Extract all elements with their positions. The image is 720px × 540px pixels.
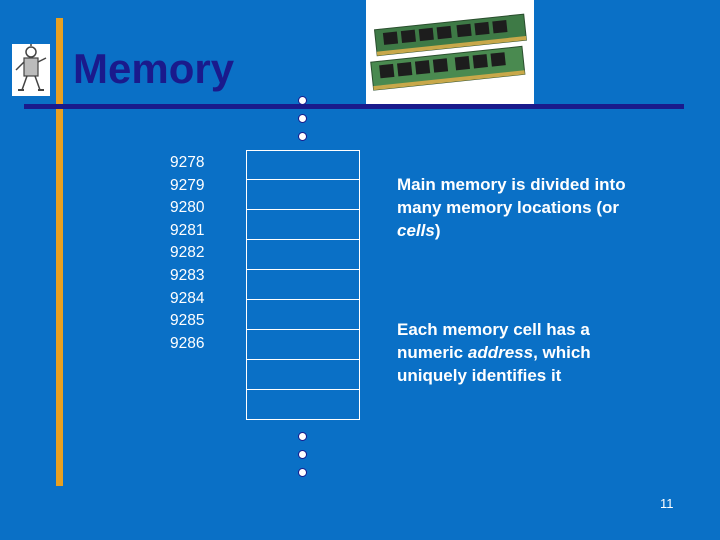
memory-cell xyxy=(246,300,360,330)
text-segment: Each memory cell has a numeric xyxy=(397,320,590,362)
robot-figure-icon xyxy=(12,44,50,96)
ram-modules-photo xyxy=(366,0,534,104)
memory-cell xyxy=(246,330,360,360)
ellipsis-dot-icon xyxy=(298,450,307,459)
memory-cell xyxy=(246,150,360,180)
title-underline-rule xyxy=(24,104,684,109)
memory-cell xyxy=(246,360,360,390)
ellipsis-dot-icon xyxy=(298,132,307,141)
memory-cell xyxy=(246,270,360,300)
address-label: 9279 xyxy=(170,176,205,194)
text-segment: , which uniquely identifies it xyxy=(397,343,591,385)
page-number: 11 xyxy=(660,496,674,511)
address-label: 9284 xyxy=(170,289,205,307)
address-label: 9278 xyxy=(170,154,205,171)
address-label: 9285 xyxy=(170,312,205,330)
address-label: 9282 xyxy=(170,244,205,262)
accent-vertical-bar xyxy=(56,18,63,486)
memory-cell xyxy=(246,210,360,240)
emphasized-term: address xyxy=(467,343,534,362)
ellipsis-dot-icon xyxy=(298,468,307,477)
memory-cell-column xyxy=(246,150,360,420)
emphasized-term: cells xyxy=(397,221,435,240)
ellipsis-dot-icon xyxy=(298,432,307,441)
address-description: Each memory cell has a numeric address, … xyxy=(397,318,637,387)
address-label: 9280 xyxy=(170,199,205,217)
ellipsis-dot-icon xyxy=(298,96,307,105)
text-segment: ) xyxy=(434,221,441,240)
memory-cell xyxy=(246,240,360,270)
memory-cell xyxy=(246,180,360,210)
cells-description: Main memory is divided into many memory … xyxy=(397,173,637,242)
address-list: 9278 9279 9280 9281 9282 9283 9284 9285 … xyxy=(170,152,230,355)
address-label: 9286 xyxy=(170,334,205,352)
address-label: 9281 xyxy=(170,221,205,239)
memory-cell xyxy=(246,390,360,420)
slide-title: Memory xyxy=(73,45,235,92)
text-segment: Main memory is divided into many memory … xyxy=(397,175,626,217)
address-label: 9283 xyxy=(170,266,205,284)
ellipsis-dot-icon xyxy=(298,114,307,123)
